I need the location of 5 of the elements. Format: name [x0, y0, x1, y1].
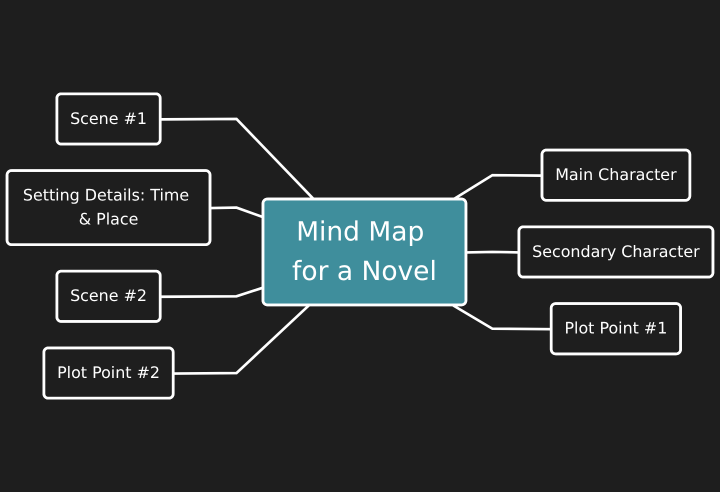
- connector: [452, 304, 552, 330]
- connector: [466, 250, 520, 254]
- connector: [210, 206, 264, 218]
- connector: [160, 118, 315, 200]
- connector: [174, 304, 310, 375]
